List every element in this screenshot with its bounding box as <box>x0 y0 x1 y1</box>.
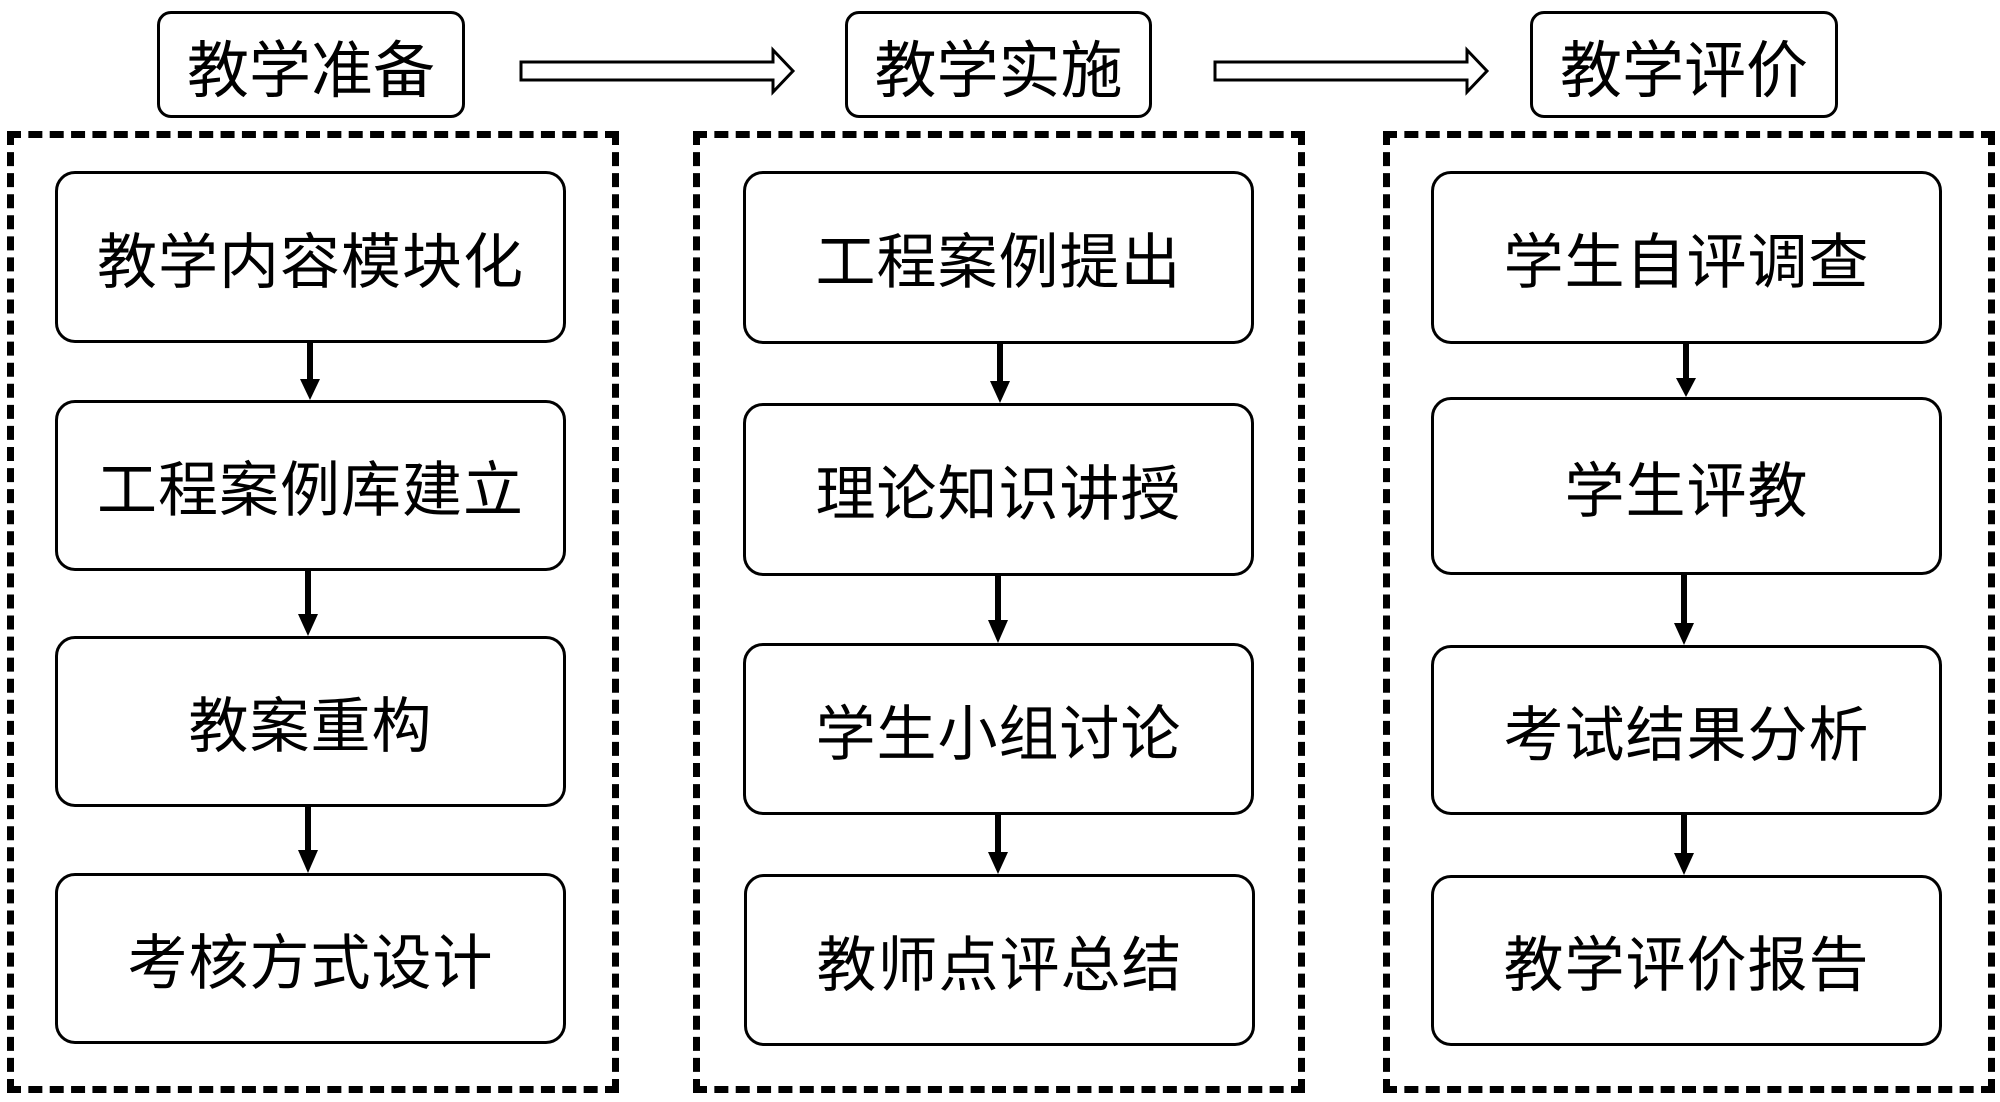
step-box: 考试结果分析 <box>1431 645 1942 815</box>
step-box: 教学评价报告 <box>1431 875 1942 1046</box>
phase-group-implementation <box>693 131 1305 1093</box>
step-box: 教案重构 <box>55 636 566 807</box>
step-box: 理论知识讲授 <box>743 403 1254 576</box>
phase-header-implementation: 教学实施 <box>845 11 1152 118</box>
phase-header-preparation: 教学准备 <box>157 11 465 118</box>
step-box: 学生自评调查 <box>1431 171 1942 344</box>
step-box: 考核方式设计 <box>55 873 566 1044</box>
step-box: 学生评教 <box>1431 397 1942 575</box>
step-box: 教师点评总结 <box>744 874 1255 1046</box>
phase-group-preparation <box>7 131 619 1093</box>
step-box: 教学内容模块化 <box>55 171 566 343</box>
phase-header-evaluation: 教学评价 <box>1530 11 1838 118</box>
hollow-arrow-icon <box>519 46 796 96</box>
phase-group-evaluation <box>1383 131 1995 1093</box>
step-box: 学生小组讨论 <box>743 643 1254 815</box>
hollow-arrow-icon <box>1213 46 1490 96</box>
step-box: 工程案例提出 <box>743 171 1254 344</box>
step-box: 工程案例库建立 <box>55 400 566 571</box>
